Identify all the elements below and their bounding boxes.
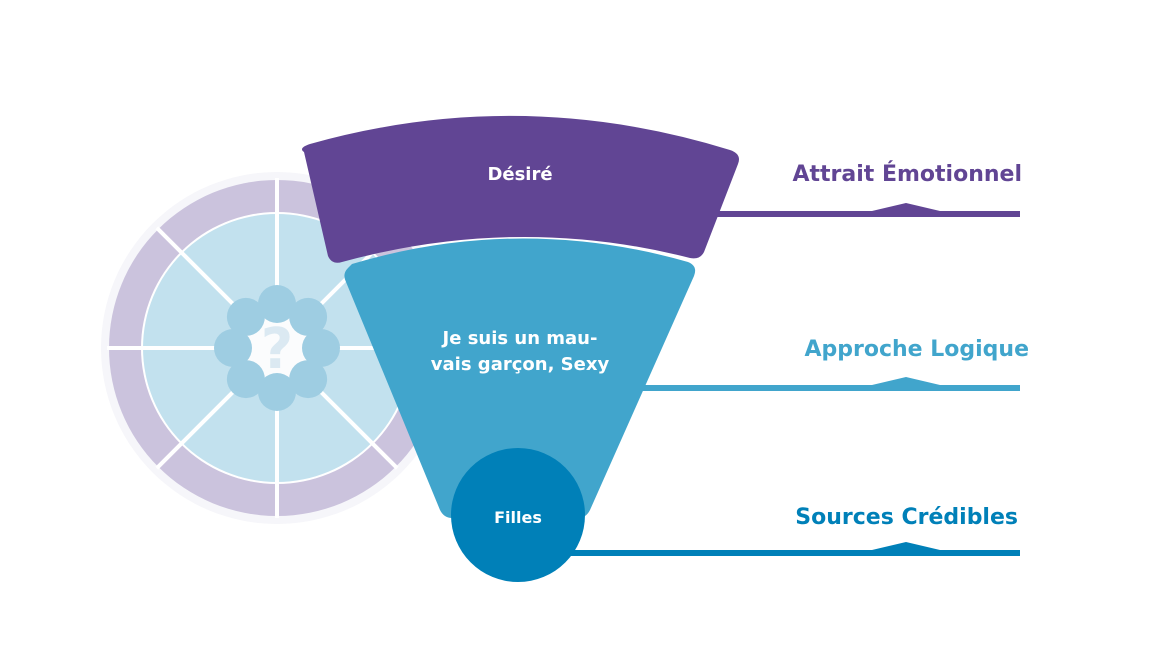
callout-line-bottom xyxy=(560,542,1020,556)
wheel-blobs xyxy=(214,285,340,411)
wheel-blob xyxy=(214,329,252,367)
callout-label-emotional: Attrait Émotionnel xyxy=(792,162,1023,187)
funnel-middle-label-line2: vais garçon, Sexy xyxy=(430,354,610,375)
callout-line-top xyxy=(700,203,1020,217)
wheel-blob xyxy=(226,297,265,336)
funnel-top-band xyxy=(302,115,739,263)
funnel-middle-label: Je suis un mau- vais garçon, Sexy xyxy=(380,326,660,378)
funnel-middle-label-line1: Je suis un mau- xyxy=(442,328,598,349)
callout-line-middle xyxy=(630,377,1020,391)
funnel-middle-section xyxy=(344,238,696,518)
wheel-blob xyxy=(226,360,265,399)
wheel-blob xyxy=(289,360,328,399)
wheel-blob xyxy=(258,285,296,323)
wheel-blob xyxy=(302,329,340,367)
callout-label-sources: Sources Crédibles xyxy=(795,505,1018,530)
funnel-bottom-circle xyxy=(451,448,585,582)
callout-label-logic: Approche Logique xyxy=(804,337,1029,362)
callout-line-sources xyxy=(560,542,1020,556)
callout-line-logic xyxy=(630,377,1020,391)
wheel-blob xyxy=(289,297,328,336)
wheel-blob xyxy=(258,373,296,411)
funnel-top-label: Désiré xyxy=(487,164,553,185)
funnel-bottom-label: Filles xyxy=(494,508,542,527)
callout-line-emotional xyxy=(700,203,1020,217)
question-mark-icon: ? xyxy=(261,317,293,382)
